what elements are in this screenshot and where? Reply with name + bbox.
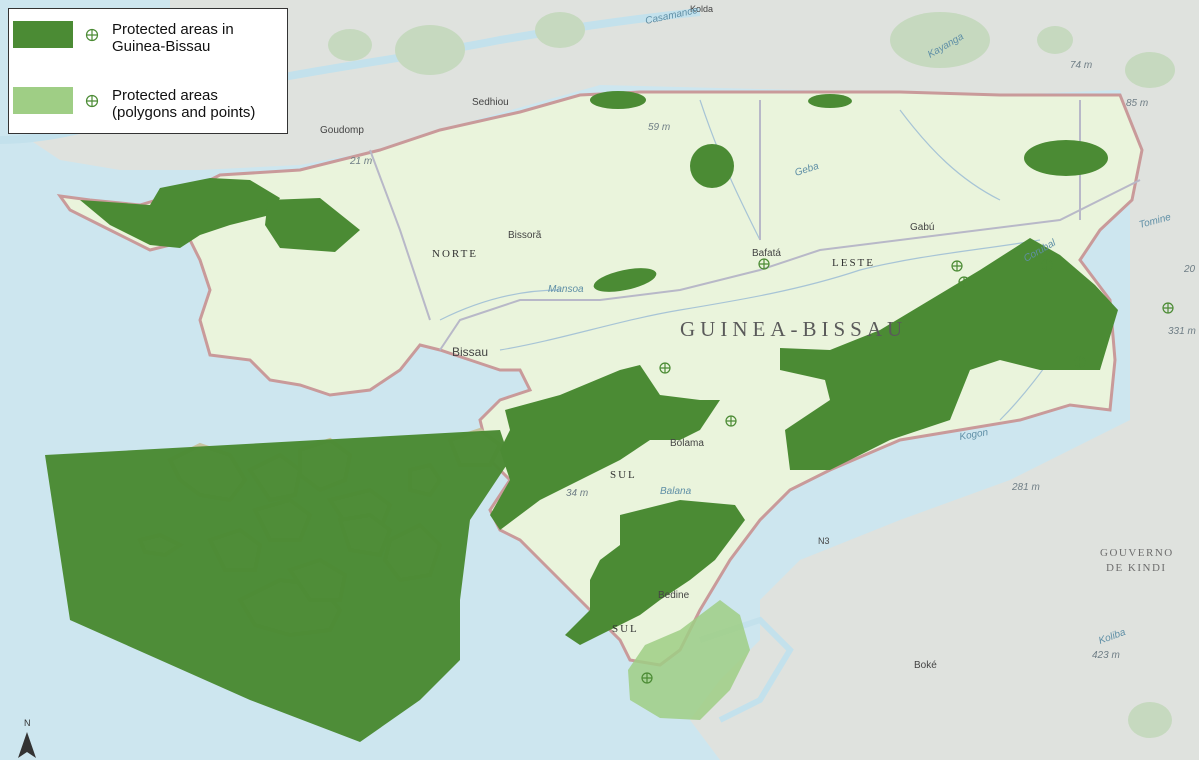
north-arrow-icon — [18, 732, 36, 758]
city-label-bafata: Bafatá — [752, 248, 781, 259]
neighbor-forests — [328, 12, 1175, 738]
protected-area-top4 — [1024, 140, 1108, 176]
elevation-label-3: 59 m — [648, 122, 670, 133]
city-label-bissau: Bissau — [452, 345, 488, 359]
city-label-bissora: Bissorã — [508, 230, 542, 241]
region-label-leste: LESTE — [832, 257, 875, 269]
legend-swatch-dark-green — [13, 21, 73, 48]
protected-area-boe — [780, 238, 1118, 470]
circle-plus-icon — [85, 94, 99, 108]
protected-area-top1 — [590, 91, 646, 109]
neighbor-region-line2: DE KINDI — [1106, 562, 1167, 574]
protected-area-top3 — [690, 144, 734, 188]
elevation-label-9: 20 — [1183, 264, 1196, 275]
neighbor-region-label: GOUVERNO DE KINDI — [1100, 547, 1178, 574]
map-legend: Protected areas in Guinea-Bissau Protect… — [8, 8, 288, 134]
protected-area-mansoa — [593, 268, 657, 292]
elevation-label-1: 74 m — [1070, 60, 1092, 71]
river-label-mansoa: Mansoa — [548, 284, 584, 295]
road-label-n3: N3 — [818, 536, 830, 546]
river-label-balana: Balana — [660, 486, 692, 497]
neighbor-region-line1: GOUVERNO — [1100, 547, 1174, 559]
region-label-sul-1: SUL — [610, 469, 637, 481]
elevation-label-2: 85 m — [1126, 98, 1148, 109]
protected-area-points — [641, 258, 1174, 684]
place-label-kolda: Kolda — [690, 4, 713, 14]
place-label-sedhiou: Sedhiou — [472, 97, 509, 108]
country-label: GUINEA-BISSAU — [680, 317, 907, 341]
protected-area-north — [265, 198, 360, 252]
elevation-label-7: 423 m — [1092, 650, 1120, 661]
elevation-label-8: 331 m — [1168, 326, 1196, 337]
elevation-label-6: 281 m — [1011, 482, 1040, 493]
elevation-label-5: 34 m — [566, 488, 588, 499]
river-label-kogon: Kogon — [959, 427, 990, 443]
protected-area-bijagos — [45, 430, 510, 742]
circle-plus-icon — [85, 28, 99, 42]
roads — [369, 100, 1141, 351]
protected-area-south1 — [490, 365, 720, 530]
legend-swatch-light-green — [13, 87, 73, 114]
city-label-gabu: Gabú — [910, 222, 934, 233]
elevation-label-4: 21 m — [349, 156, 372, 167]
legend-label-guinea-bissau: Protected areas in Guinea-Bissau — [112, 21, 234, 55]
city-label-bedine: Bedine — [658, 590, 690, 601]
protected-area-top2 — [808, 94, 852, 108]
north-arrow: N — [18, 718, 36, 758]
region-label-sul-2: SUL — [612, 623, 639, 635]
place-label-boke: Boké — [914, 660, 937, 671]
protected-areas — [45, 91, 1118, 742]
north-label: N — [24, 718, 31, 728]
protected-area-cacheu — [80, 178, 280, 248]
legend-label-polygons-points: Protected areas (polygons and points) — [112, 87, 256, 121]
protected-area-light-guinea — [628, 600, 750, 720]
place-label-goudomp: Goudomp — [320, 125, 364, 136]
city-label-bolama: Bolama — [670, 438, 704, 449]
protected-area-south2 — [565, 500, 745, 645]
region-label-norte: NORTE — [432, 248, 478, 260]
surrounding-land — [30, 0, 1199, 760]
